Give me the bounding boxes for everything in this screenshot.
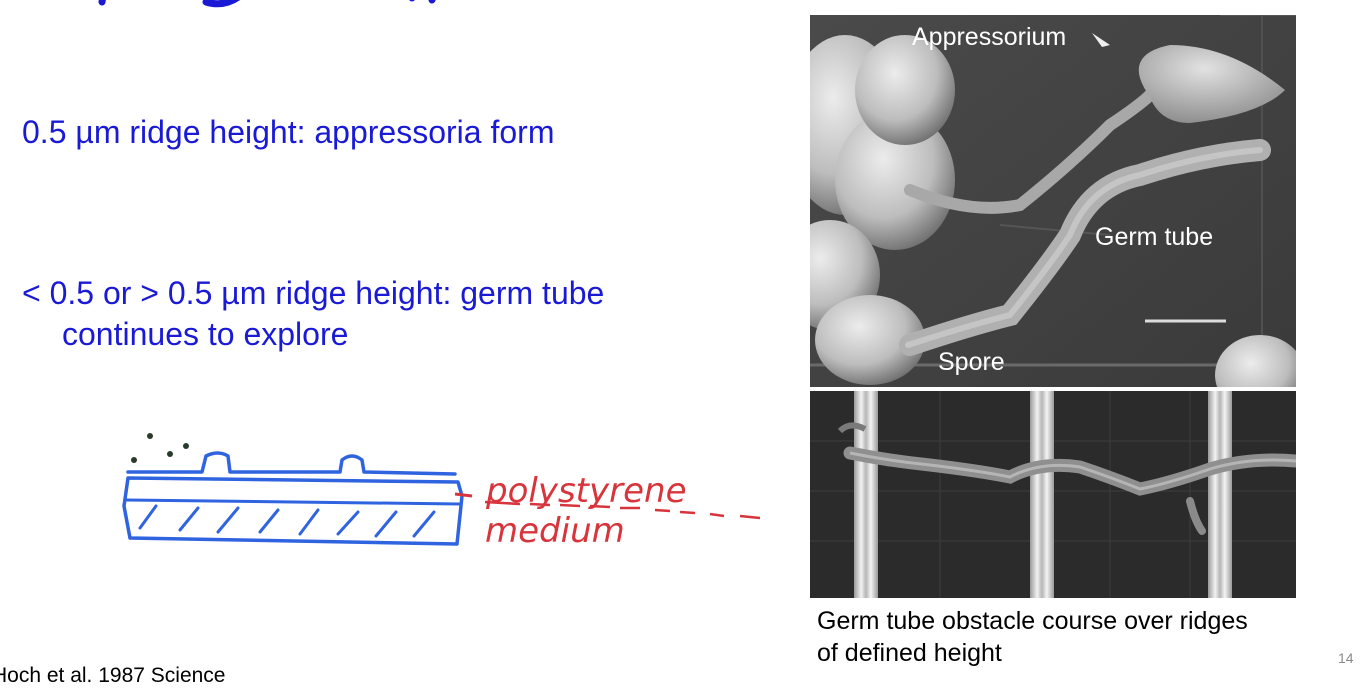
bullet-germ-tube: < 0.5 or > 0.5 µm ridge height: germ tub… [22,275,605,311]
spore-dots [131,433,189,463]
bullet-appressoria: 0.5 µm ridge height: appressoria form [22,114,555,150]
figure-caption: Germ tube obstacle course over ridges of… [817,605,1317,669]
sem-micrograph-appressorium: Appressorium Germ tube Spore [780,14,1305,415]
citation: Hoch et al. 1987 Science [0,664,226,687]
caption-line-1: Germ tube obstacle course over ridges [817,607,1248,635]
polystyrene-block [122,476,464,546]
label-germ-tube: Germ tube [1095,223,1214,251]
hatch-lines [138,504,436,538]
sem-micrograph-ridges [810,391,1303,598]
ridge-sketch: polystyrene medium [110,420,790,560]
label-appressorium: Appressorium [912,23,1067,51]
bullet-germ-tube-continued: continues to explore [62,316,349,352]
slide-title-fragment [0,0,752,12]
annotation-medium: medium [485,511,625,551]
caption-line-2: of defined height [817,639,1002,667]
surface-ridge-outline [126,451,457,476]
annotation-polystyrene: polystyrene [485,471,686,511]
label-spore: Spore [938,348,1005,376]
page-number: 14 [1338,650,1354,666]
